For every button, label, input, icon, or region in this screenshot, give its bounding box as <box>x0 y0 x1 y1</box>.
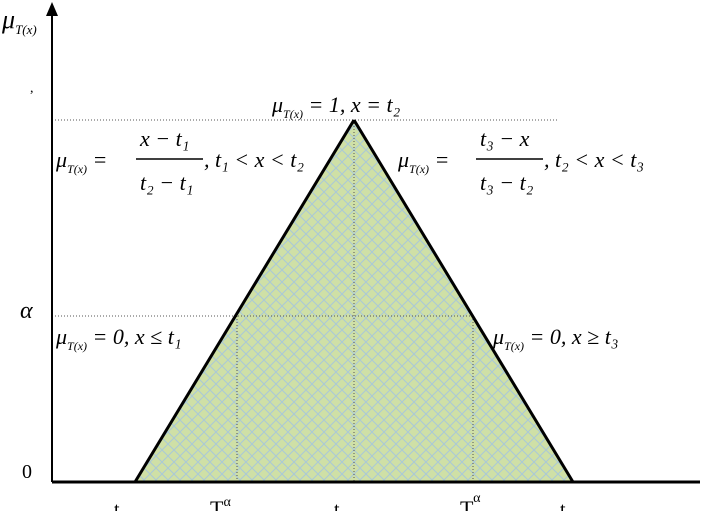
triangle-right-edge <box>352 119 575 483</box>
y-axis-label: μT(x) <box>1 5 37 37</box>
right-fall-equation: μT(x) = t₃ − x t₃ − t₂ , t₂ < x < t₃ <box>397 126 644 195</box>
stray-mark: , <box>30 81 34 96</box>
peak-equation: μT(x) = 1, x = t₂ <box>271 92 401 121</box>
zero-tick-label: 0 <box>22 461 32 483</box>
t1-tick-label: t₁ <box>114 499 127 511</box>
left-rise-denominator: t₂ − t₁ <box>140 170 193 195</box>
triangle-left-edge <box>133 119 356 483</box>
left-rise-equation: μT(x) = x − t₁ t₂ − t₁ , t₁ < x < t₂ <box>55 126 304 195</box>
y-axis-arrowhead <box>46 2 58 16</box>
left-rise-numerator: x − t₁ <box>139 126 189 151</box>
right-fall-numerator: t₃ − x <box>480 126 530 151</box>
guide-lines <box>55 119 558 482</box>
left-rise-condition: , t₁ < x < t₂ <box>204 147 304 172</box>
right-zero-equation: μT(x) = 0, x ≥ t₃ <box>492 324 619 353</box>
alpha-tick-label: α <box>20 298 33 324</box>
t-alpha-left-tick-label: Tα <box>210 495 231 511</box>
t3-tick-label: t₃ <box>560 499 573 511</box>
t-alpha-right-tick-label: T₂α <box>460 491 481 511</box>
t2-tick-label: t₂ <box>334 499 347 511</box>
right-fall-denominator: t₃ − t₂ <box>480 170 534 195</box>
left-zero-equation: μT(x) = 0, x ≤ t₁ <box>55 324 182 353</box>
svg-text:μT(x) =: μT(x) = <box>55 147 107 176</box>
right-fall-condition: , t₂ < x < t₃ <box>544 147 644 172</box>
svg-text:μT(x) =: μT(x) = <box>397 147 449 176</box>
